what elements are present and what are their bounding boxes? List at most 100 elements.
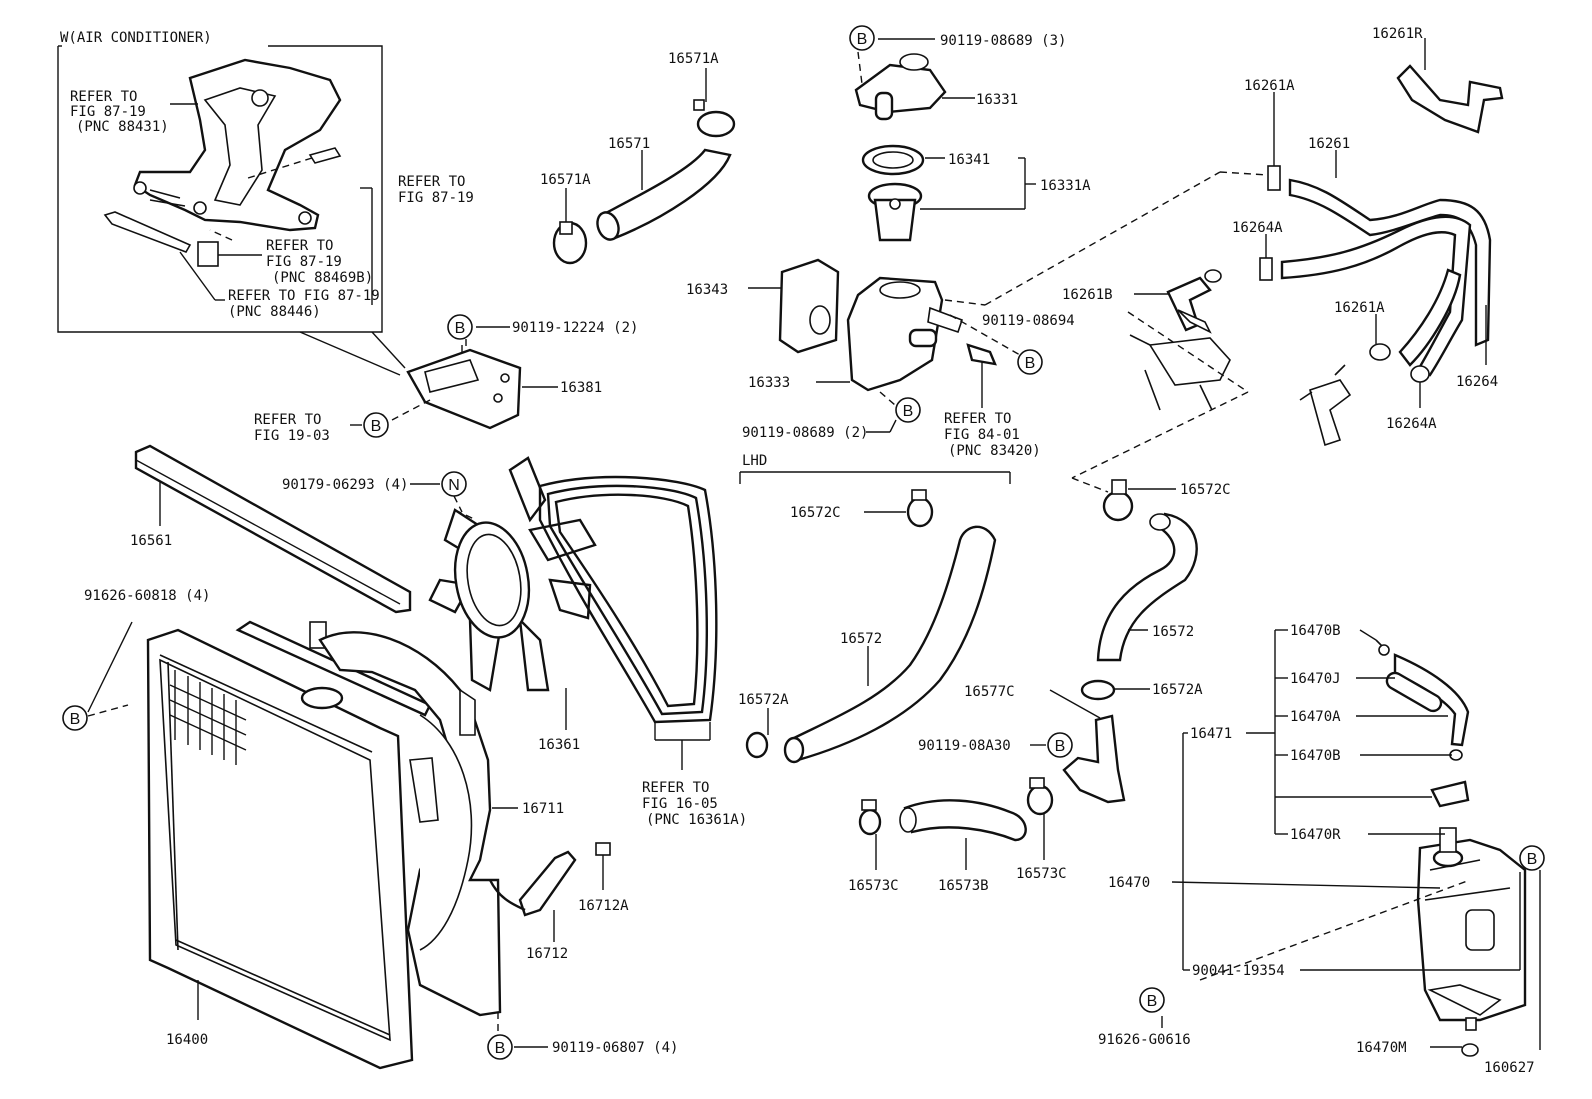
- ref-6a: REFER TO: [944, 411, 1011, 427]
- label-16331: 16331: [976, 92, 1018, 108]
- label-90119-08694: 90119-08694: [982, 313, 1075, 329]
- callout-b-08694: B: [1017, 349, 1043, 375]
- label-16261B: 16261B: [1062, 287, 1113, 303]
- callout-b-12224: B: [447, 314, 473, 340]
- ref-4b: (PNC 88446): [228, 304, 321, 320]
- callout-b-06807: B: [487, 1034, 513, 1060]
- label-16341: 16341: [948, 152, 990, 168]
- ref-5b: FIG 19-03: [254, 428, 330, 444]
- part-160627-plug: [1461, 1043, 1479, 1057]
- ref-1c: (PNC 88431): [76, 119, 169, 135]
- label-16264A-bot: 16264A: [1386, 416, 1437, 432]
- label-16571A-top: 16571A: [668, 51, 719, 67]
- inset-title: W(AIR CONDITIONER): [60, 30, 212, 46]
- label-16577C: 16577C: [964, 684, 1015, 700]
- callout-b-08689-2: B: [895, 397, 921, 423]
- part-16572C-clamp-left: [906, 489, 934, 528]
- part-16573C-clamp-left: [858, 799, 882, 836]
- label-16572C-left: 16572C: [790, 505, 841, 521]
- thermostat: [867, 182, 923, 242]
- svg-text:B: B: [455, 320, 466, 337]
- label-90119-06807: 90119-06807 (4): [552, 1040, 678, 1056]
- ac-bracket: [133, 58, 342, 232]
- part-16331-outlet: [854, 53, 947, 121]
- label-16572A-right: 16572A: [1152, 682, 1203, 698]
- label-160627: 160627: [1484, 1060, 1535, 1076]
- ref-7b: FIG 16-05: [642, 796, 718, 812]
- svg-text:B: B: [371, 418, 382, 435]
- callout-b-g0616: B: [1139, 987, 1165, 1013]
- part-16261B-fitting: [1166, 269, 1222, 334]
- callout-b-reservoir: B: [1519, 845, 1545, 871]
- ref-7a: REFER TO: [642, 780, 709, 796]
- part-16381-bracket: [406, 348, 522, 430]
- label-90119-08689-2: 90119-08689 (2): [742, 425, 868, 441]
- svg-text:N: N: [448, 477, 460, 494]
- part-16561-strip: [134, 444, 412, 614]
- label-16571A-left: 16571A: [540, 172, 591, 188]
- label-16381: 16381: [560, 380, 602, 396]
- svg-text:B: B: [857, 31, 868, 48]
- ref-3c: (PNC 88469B): [272, 270, 373, 286]
- part-16264A-clamp-bot: [1410, 365, 1430, 383]
- part-16572-hose-left: [783, 525, 997, 764]
- part-16712-bracket: [488, 850, 577, 917]
- ref-3b: FIG 87-19: [266, 254, 342, 270]
- part-16571A-clamp-left: [552, 221, 588, 265]
- label-16470B-top: 16470B: [1290, 623, 1341, 639]
- label-16712A: 16712A: [578, 898, 629, 914]
- ac-bolt-short: [308, 147, 342, 164]
- part-16577C-pipe: [1062, 714, 1126, 804]
- label-16573B: 16573B: [938, 878, 989, 894]
- part-16573C-clamp-right: [1026, 777, 1054, 816]
- label-90179-06293: 90179-06293 (4): [282, 477, 408, 493]
- part-16571-hose: [596, 148, 732, 241]
- callout-b-08A30: B: [1047, 732, 1073, 758]
- label-16400: 16400: [166, 1032, 208, 1048]
- ref-1a: REFER TO: [70, 89, 137, 105]
- svg-text:B: B: [1147, 993, 1158, 1010]
- part-16261R-bracket: [1396, 64, 1504, 134]
- label-16261A-mid: 16261A: [1334, 300, 1385, 316]
- ref-3a: REFER TO: [266, 238, 333, 254]
- label-lhd: LHD: [742, 453, 767, 469]
- callout-n-fan: N: [441, 471, 467, 497]
- label-90119-12224: 90119-12224 (2): [512, 320, 638, 336]
- label-16572C-right: 16572C: [1180, 482, 1231, 498]
- part-16470-reservoir: [1416, 827, 1527, 1031]
- label-90119-08689-3: 90119-08689 (3): [940, 33, 1066, 49]
- ac-nut: [197, 241, 219, 267]
- part-16264A-clamp-top: [1259, 257, 1273, 281]
- svg-text:B: B: [1025, 355, 1036, 372]
- label-16261R: 16261R: [1372, 26, 1423, 42]
- label-16261: 16261: [1308, 136, 1350, 152]
- label-16264A-top: 16264A: [1232, 220, 1283, 236]
- ref-5a: REFER TO: [254, 412, 321, 428]
- part-16400-radiator: [146, 620, 432, 1070]
- label-16333: 16333: [748, 375, 790, 391]
- callout-b-radiator: B: [62, 705, 88, 731]
- label-16573C-right: 16573C: [1016, 866, 1067, 882]
- label-16572A-left: 16572A: [738, 692, 789, 708]
- label-16470R: 16470R: [1290, 827, 1341, 843]
- ac-bolt-long: [103, 211, 192, 253]
- part-16572C-clamp-right: [1102, 479, 1134, 522]
- ref-2a: REFER TO: [398, 174, 465, 190]
- ref-4a: REFER TO FIG 87-19: [228, 288, 380, 304]
- label-16470A: 16470A: [1290, 709, 1341, 725]
- callout-b-outlet: B: [849, 25, 875, 51]
- part-16333-housing: [846, 276, 964, 392]
- part-16572-hose-right: [1096, 512, 1198, 662]
- label-16571: 16571: [608, 136, 650, 152]
- reservoir-bracket: [1430, 780, 1470, 808]
- label-16264: 16264: [1456, 374, 1498, 390]
- label-16361: 16361: [538, 737, 580, 753]
- engine-fragment: [1129, 334, 1352, 447]
- label-16561: 16561: [130, 533, 172, 549]
- svg-text:B: B: [903, 403, 914, 420]
- svg-text:B: B: [1055, 738, 1066, 755]
- label-16470J: 16470J: [1290, 671, 1341, 687]
- label-16331A: 16331A: [1040, 178, 1091, 194]
- ref-1b: FIG 87-19: [70, 104, 146, 120]
- callout-b-fig1903: B: [363, 412, 389, 438]
